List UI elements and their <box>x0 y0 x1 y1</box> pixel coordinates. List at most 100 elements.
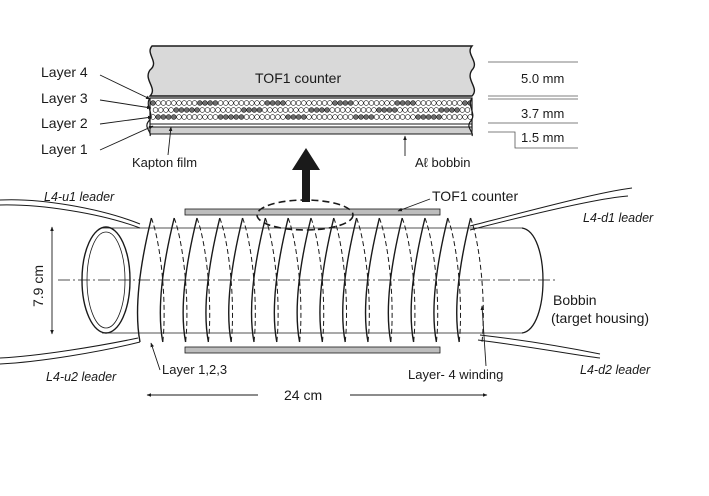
wire-cross-section <box>454 107 460 113</box>
coil-front-turn <box>136 217 153 343</box>
coil-back-turn <box>470 217 484 343</box>
wire-cross-section <box>298 107 304 113</box>
wire-cross-section <box>293 107 299 113</box>
wire-cross-section <box>342 114 349 120</box>
wire-cross-section <box>155 114 161 120</box>
layer-4-winding-label: Layer- 4 winding <box>408 367 503 382</box>
wire-cross-section <box>280 114 286 120</box>
wire-cross-section <box>363 114 369 120</box>
wire-cross-section <box>163 107 169 113</box>
cross-section: Layer 4 Layer 3 Layer 2 Layer 1 TOF1 cou… <box>41 45 578 170</box>
tof1-counter-top-bar <box>184 208 441 216</box>
wire-cross-section <box>275 100 281 106</box>
wire-cross-section <box>212 114 219 120</box>
wire-cross-section <box>290 114 297 120</box>
wire-cross-section <box>379 114 385 120</box>
wire-cross-section <box>399 114 406 120</box>
wire-cross-section <box>420 114 427 120</box>
dimension-1-5mm: 1.5 mm <box>521 130 564 145</box>
wire-cross-section <box>223 114 229 120</box>
wire-cross-section <box>165 100 172 106</box>
wire-cross-section <box>233 114 239 120</box>
wire-cross-section <box>389 114 395 120</box>
bobbin-label-line2: (target housing) <box>551 310 649 326</box>
layer-4-winding-coils <box>136 217 484 343</box>
wire-cross-section <box>269 100 276 106</box>
wire-cross-section <box>171 114 177 120</box>
wire-cross-section <box>282 107 289 113</box>
coil-front-turn <box>296 217 312 343</box>
wire-cross-section <box>225 107 232 113</box>
wire-cross-section <box>397 107 403 113</box>
wire-cross-section <box>207 100 213 106</box>
wire-cross-section <box>373 100 380 106</box>
wire-cross-section <box>165 114 172 120</box>
wire-cross-section <box>464 107 471 113</box>
wire-cross-section <box>269 114 276 120</box>
coil-front-turn <box>410 217 426 343</box>
coil-front-turn <box>456 217 472 343</box>
leader-wire-d1 <box>469 187 633 227</box>
wire-cross-section <box>436 114 442 120</box>
coil-front-turn <box>228 217 244 343</box>
wire-cross-section <box>394 100 401 106</box>
wire-cross-section <box>412 107 419 113</box>
cross-section-counter <box>147 45 476 97</box>
leader-wire-u2 <box>0 337 139 359</box>
coil-front-turn <box>342 217 358 343</box>
coil-front-turn <box>387 217 403 343</box>
wire-cross-section <box>392 107 398 113</box>
wire-cross-section <box>332 114 338 120</box>
dimension-3-7mm: 3.7 mm <box>521 106 564 121</box>
wire-cross-section <box>238 100 245 106</box>
wire-cross-section <box>446 114 453 120</box>
wire-cross-section <box>204 107 211 113</box>
wire-cross-section <box>423 107 429 113</box>
wire-cross-section <box>251 107 258 113</box>
layers-123-label: Layer 1,2,3 <box>162 362 227 377</box>
wire-cross-section <box>402 107 408 113</box>
wire-cross-section <box>272 107 278 113</box>
wire-cross-section <box>386 107 393 113</box>
wire-cross-section <box>199 107 206 113</box>
wire-cross-section <box>217 114 224 120</box>
wire-cross-section <box>256 107 263 113</box>
wire-cross-section <box>176 100 182 106</box>
wire-cross-section <box>212 100 219 106</box>
wire-cross-section <box>228 100 234 106</box>
wire-cross-section <box>384 114 390 120</box>
wire-cross-section <box>363 100 369 106</box>
wire-cross-section <box>321 114 328 120</box>
wire-cross-section <box>334 107 341 113</box>
assembly: L4-u1 leader L4-d1 leader L4-u2 leader L… <box>0 187 654 403</box>
tof1-counter-label: TOF1 counter <box>432 188 518 204</box>
wire-cross-section <box>405 114 411 120</box>
wire-cross-section <box>264 100 271 106</box>
leader-wires <box>0 187 633 365</box>
layer-2-label: Layer 2 <box>41 115 88 131</box>
cross-section-right-edge <box>468 97 474 137</box>
wire-cross-section <box>150 100 156 106</box>
wire-cross-section <box>376 107 382 113</box>
layer-1-label: Layer 1 <box>41 141 88 157</box>
leader-u1-label: L4-u1 leader <box>44 190 115 204</box>
wire-cross-section <box>160 114 167 120</box>
layer-3-label: Layer 3 <box>41 90 88 106</box>
dimension-5mm: 5.0 mm <box>521 71 564 86</box>
wire-cross-section <box>303 107 309 113</box>
wire-cross-section <box>381 107 387 113</box>
wire-cross-section <box>446 100 453 106</box>
wire-cross-section <box>197 114 203 120</box>
wire-cross-section <box>358 114 364 120</box>
wire-cross-section <box>285 114 291 120</box>
wire-cross-section <box>181 114 187 120</box>
wire-cross-section <box>425 114 432 120</box>
wire-cross-section <box>350 107 356 113</box>
wire-cross-section <box>360 107 367 113</box>
wire-cross-section <box>425 100 432 106</box>
cross-section-wires <box>150 100 472 120</box>
wire-cross-section <box>311 114 317 120</box>
wire-cross-section <box>462 100 468 106</box>
wire-cross-section <box>277 107 283 113</box>
wire-cross-section <box>249 100 255 106</box>
